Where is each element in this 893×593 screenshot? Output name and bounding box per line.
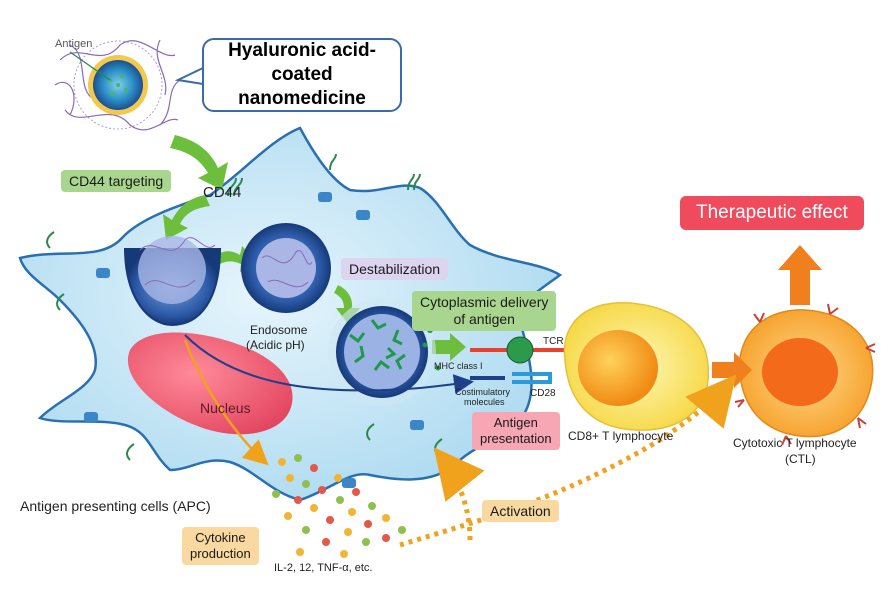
cyto-line-2: of antigen [453,311,515,327]
nucleus-label: Nucleus [200,400,251,416]
green-arrow-into-cell [163,195,210,240]
ctl-label-1: Cytotoxic T lymphocyte [733,436,857,450]
cd44-targeting-box: CD44 targeting [61,170,172,192]
green-arrow-down [170,135,228,190]
activation-box: Activation [482,500,559,522]
nucleus [127,332,293,435]
nanomedicine-particle [54,39,181,131]
callout-line-2: nanomedicine [238,88,366,109]
cd8-label: CD8+ T lymphocyte [568,429,674,443]
callout-line-1: Hyaluronic acid-coated [228,40,376,85]
callout-pointer [174,67,204,85]
green-arrow-cyto [432,333,466,361]
cd8-t-cell [563,302,710,431]
acidic-label: (Acidic pH) [246,338,305,352]
cytokine-line-2: production [190,546,251,561]
antigen-path-arrow [184,334,474,395]
endosome-label: Endosome [250,323,308,337]
ctl-cell [734,303,876,446]
endosome [241,223,331,313]
antigen-label: Antigen [55,38,93,50]
cyto-line-1: Cytoplasmic delivery [420,294,549,310]
tcr-label: TCR [543,336,564,347]
cytokines-label: IL-2, 12, TNF-α, etc. [274,562,373,574]
arrow-up-therapeutic [778,245,822,305]
cytokine-line-1: Cytokine [195,530,246,545]
antigen-pres-line-1: Antigen [493,415,538,430]
endocytosis-vesicle [124,236,221,327]
cytoplasmic-delivery-box: Cytoplasmic delivery of antigen [412,291,557,331]
antigen-presentation-box: Antigen presentation [472,412,560,450]
costim-label-2: molecules [464,397,505,407]
cytokine-production-box: Cytokine production [182,527,259,565]
cd28-label: CD28 [530,388,556,399]
arrow-to-ctl [712,352,752,388]
therapeutic-effect-box: Therapeutic effect [680,196,864,230]
activation-arrow-2 [433,447,485,541]
cd44-label: CD44 [203,184,242,201]
nanomedicine-callout: Hyaluronic acid-coated nanomedicine [202,38,402,112]
mhc-label: MHC class I [434,361,483,371]
apc-label: Antigen presenting cells (APC) [20,498,211,514]
costim-label-1: Costimulatory [455,387,511,397]
destabilization-box: Destabilization [341,258,449,280]
ctl-label-2: (CTL) [785,452,816,466]
antigen-pres-line-2: presentation [480,431,552,446]
cytokine-release-arrow [183,339,269,466]
cytokine-dot-icon [272,454,406,558]
destabilized-endosome [328,298,436,406]
immune-synapse [470,336,565,384]
